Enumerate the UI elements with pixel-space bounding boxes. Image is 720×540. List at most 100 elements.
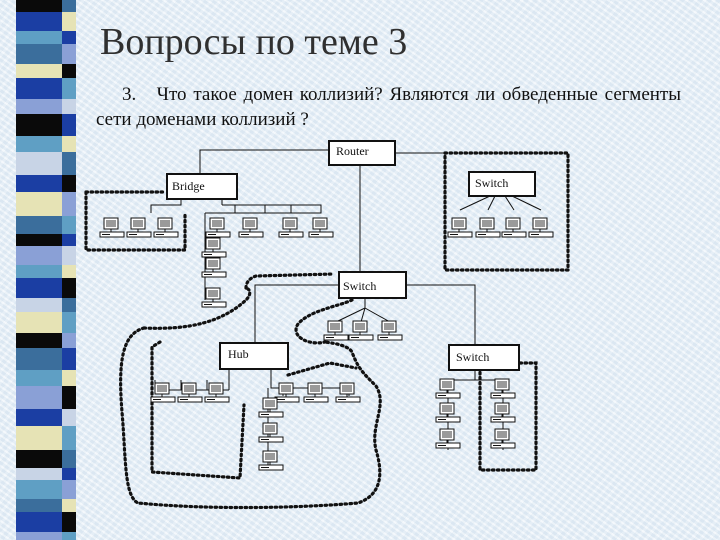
stripe-segment [16, 468, 62, 480]
outline-hub-inner [150, 340, 246, 480]
question-body: Что такое домен коллизий? Являются ли об… [96, 84, 682, 130]
stripe-segment [16, 532, 62, 540]
stripe-segment [16, 246, 62, 265]
wire [205, 204, 322, 214]
stripe-segment [62, 312, 76, 333]
stripe-segment [16, 12, 62, 31]
wire [254, 284, 339, 343]
bridge-label: Bridge [172, 179, 205, 193]
computer-icon [303, 382, 329, 403]
computer-icon [201, 257, 227, 278]
stripe-segment [62, 278, 76, 298]
stripe-segment [62, 175, 76, 192]
switch-bottom-right-label: Switch [456, 350, 489, 364]
hub-label: Hub [228, 347, 249, 361]
stripe-segment [16, 175, 62, 192]
wire [150, 199, 182, 213]
outline-hub-segment [119, 326, 382, 510]
stripe-segment [16, 216, 62, 234]
computer-icon [377, 320, 403, 341]
computer-icon [204, 382, 230, 403]
stripe-segment [62, 136, 76, 152]
stripe-segment [62, 44, 76, 64]
computer-icon [490, 402, 516, 423]
computer-icon [153, 217, 179, 238]
switch-top-right-label: Switch [475, 176, 508, 190]
stripe-segment [16, 499, 62, 512]
stripe-segment [62, 450, 76, 468]
stripe-segment [62, 298, 76, 312]
computer-icon [201, 287, 227, 308]
stripe-segment [62, 0, 76, 12]
stripe-segment [62, 370, 76, 386]
stripe-segment [62, 234, 76, 246]
bridge-device[interactable]: Bridge [166, 173, 238, 200]
outline-center-link [244, 272, 336, 290]
stripe-segment [16, 0, 62, 12]
stripe-segment [16, 265, 62, 278]
wire [459, 195, 542, 211]
wire [335, 298, 391, 323]
stripe-segment [62, 114, 76, 136]
computer-icon [258, 422, 284, 443]
stripe-segment [62, 333, 76, 348]
stripe-segment [62, 78, 76, 99]
outline-bridge-segment [84, 190, 187, 252]
slide-title: Вопросы по теме 3 [100, 21, 408, 63]
outline-hub-top-right [286, 361, 358, 377]
stripe-segment [16, 192, 62, 216]
stripe-segment [16, 312, 62, 333]
stripe-segment [16, 234, 62, 246]
computer-icon [238, 217, 264, 238]
computer-icon [335, 382, 361, 403]
computer-icon [99, 217, 125, 238]
decorative-stripe [16, 0, 76, 540]
outline-switch-top-right-segment [443, 151, 570, 272]
wire [395, 152, 446, 172]
computer-icon [258, 397, 284, 418]
stripe-segment [62, 31, 76, 44]
stripe-segment [62, 409, 76, 426]
stripe-segment [16, 136, 62, 152]
stripe-segment [16, 278, 62, 298]
computer-icon [308, 217, 334, 238]
stripe-segment [62, 499, 76, 512]
computers [99, 217, 554, 471]
stripe-segment [16, 409, 62, 426]
router-label: Router [336, 144, 369, 158]
stripe-segment [16, 450, 62, 468]
computer-icon [323, 320, 349, 341]
hub-device[interactable]: Hub [219, 342, 289, 370]
stripe-segment [62, 532, 76, 540]
computer-icon [435, 402, 461, 423]
router-device[interactable]: Router [328, 140, 396, 166]
computer-icon [475, 217, 501, 238]
stripe-segment [62, 426, 76, 450]
stripe-segment [62, 512, 76, 532]
stripe-segment [16, 44, 62, 64]
wire [406, 284, 476, 345]
computer-icon [435, 378, 461, 399]
stripe-segment [16, 114, 62, 136]
stripe-segment [16, 99, 62, 114]
stripe-segment [62, 480, 76, 499]
stripe-segment [16, 386, 62, 409]
stripe-segment [16, 512, 62, 532]
stripe-segment [62, 468, 76, 480]
computer-icon [447, 217, 473, 238]
switch-top-right-device[interactable]: Switch [468, 171, 536, 197]
stripe-segment [16, 370, 62, 386]
outline-center-loop [294, 298, 354, 345]
stripe-segment [62, 216, 76, 234]
question-number: 3. [122, 84, 137, 105]
computer-icon [201, 237, 227, 258]
computer-icon [435, 428, 461, 449]
switch-center-device[interactable]: Switch [338, 271, 407, 299]
computer-icon [274, 382, 300, 403]
computer-icon [126, 217, 152, 238]
wire [234, 205, 322, 213]
switch-bottom-right-device[interactable]: Switch [448, 344, 520, 371]
question-text: 3. Что такое домен коллизий? Являются ли… [96, 82, 681, 132]
stripe-segment [16, 152, 62, 175]
switch-center-label: Switch [343, 279, 376, 293]
